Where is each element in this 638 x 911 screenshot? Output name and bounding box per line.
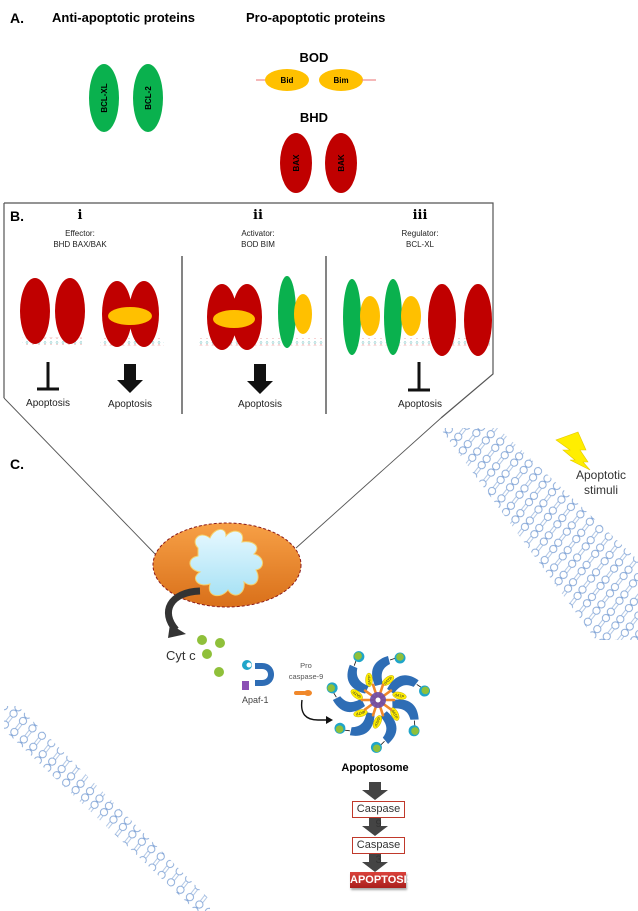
section-ii-outcome: Apoptosis bbox=[238, 399, 282, 410]
cyt-c-release-arrow bbox=[164, 587, 201, 638]
section-i-numeral: i bbox=[77, 208, 83, 223]
cyt-c-label: Cyt c bbox=[166, 648, 196, 663]
datp-label: dATP bbox=[383, 675, 394, 685]
lightning-icon bbox=[555, 431, 591, 471]
section-i-role-line1: Effector: bbox=[65, 229, 95, 238]
apaf-1-arm: dATP bbox=[370, 707, 400, 753]
inhibit-symbol-iii bbox=[408, 362, 430, 392]
apaf-1-arm: dATP bbox=[334, 712, 383, 736]
apaf-1-arm: dATP bbox=[326, 682, 368, 718]
bcl-xl-bim-complex-2 bbox=[384, 279, 421, 355]
stimuli-line2: stimuli bbox=[583, 483, 618, 497]
cascade-arrows bbox=[362, 782, 388, 872]
panel-c-letter: C. bbox=[10, 456, 24, 472]
section-iii-role-line1: Regulator: bbox=[401, 229, 439, 238]
section-i-membrane bbox=[22, 337, 164, 346]
datp-label: dATP bbox=[367, 675, 372, 685]
panel-a-letter: A. bbox=[10, 10, 24, 26]
apaf-1-arm: dATP bbox=[392, 691, 420, 737]
bid-label: Bid bbox=[281, 76, 294, 85]
apoptosome-label: Apoptosome bbox=[341, 762, 409, 774]
bax-protein: BAX bbox=[280, 133, 312, 193]
apoptosis-final-box: APOPTOSIS bbox=[350, 872, 414, 888]
stimuli-line1: Apoptotic bbox=[575, 468, 627, 482]
section-ii-role-line2: BOD BIM bbox=[241, 240, 275, 249]
bcl-xl-protein: BCL-XL bbox=[89, 64, 119, 132]
section-i-outcome-1: Apoptosis bbox=[26, 398, 70, 409]
section-iii-role-line2: BCL-XL bbox=[405, 240, 434, 249]
procaspase-9-icon bbox=[294, 690, 312, 696]
section-i-role: Effector: BHD BAX/BAK bbox=[40, 228, 120, 250]
bod-title: BOD bbox=[300, 50, 329, 65]
plasma-membrane-left bbox=[4, 706, 210, 911]
apaf-1-arm: dATP bbox=[381, 675, 431, 697]
apoptotic-stimuli-label: Apoptotic stimuli bbox=[566, 468, 636, 498]
apaf-1-label: Apaf-1 bbox=[242, 695, 269, 705]
section-iii-role: Regulator: BCL-XL bbox=[380, 228, 460, 250]
section-iii-outcome: Apoptosis bbox=[398, 399, 442, 410]
assembly-arrow bbox=[300, 699, 333, 724]
bcl-xl-label: BCL-XL bbox=[100, 83, 109, 112]
pro-apoptotic-title: Pro-apoptotic proteins bbox=[246, 10, 386, 25]
section-ii-membrane bbox=[198, 338, 324, 346]
datp-label: dATP bbox=[394, 692, 405, 699]
bhd-title: BHD bbox=[300, 110, 328, 125]
procaspase-9-label: Pro caspase-9 bbox=[286, 660, 326, 682]
bcl-xl-bim-complex-1 bbox=[343, 279, 380, 355]
section-ii-numeral: ii bbox=[253, 208, 263, 223]
section-i-role-line2: BHD BAX/BAK bbox=[53, 240, 107, 249]
section-ii-role-line1: Activator: bbox=[241, 229, 275, 238]
procaspase-line2: caspase-9 bbox=[288, 672, 324, 681]
down-arrow-i bbox=[117, 364, 143, 393]
apaf-1-arm: dATP bbox=[347, 651, 369, 700]
datp-label: dATP bbox=[390, 709, 399, 720]
bcl-2-protein: BCL-2 bbox=[133, 64, 163, 132]
section-iii-numeral: iii bbox=[412, 208, 428, 223]
bid-protein: Bid bbox=[256, 69, 309, 91]
section-iii-membrane bbox=[350, 338, 490, 346]
datp-label: dATP bbox=[351, 689, 362, 699]
mitochondrion bbox=[152, 522, 302, 608]
cyt-c-molecules bbox=[197, 635, 225, 677]
caspase-3-box: Caspase 3 bbox=[352, 837, 405, 866]
zoom-line-right bbox=[295, 417, 442, 549]
bim-protein: Bim bbox=[319, 69, 376, 91]
down-arrow-ii bbox=[247, 364, 273, 394]
bax-bak-inactive-iii bbox=[428, 284, 492, 356]
datp-molecule bbox=[365, 672, 373, 688]
datp-molecule bbox=[392, 691, 407, 700]
section-i-outcome-2: Apoptosis bbox=[108, 399, 152, 410]
bax-bak-active-dimer-ii bbox=[207, 284, 262, 350]
bax-label: BAX bbox=[292, 154, 301, 172]
bax-bak-active-dimer bbox=[102, 281, 159, 347]
datp-molecule bbox=[353, 709, 368, 718]
datp-label: dATP bbox=[373, 716, 382, 727]
bcl-bim-complex bbox=[278, 276, 312, 348]
datp-molecule bbox=[372, 715, 383, 729]
bax-bak-inactive-pair bbox=[20, 278, 85, 344]
datp-molecule bbox=[390, 707, 400, 721]
inhibit-symbol-i bbox=[37, 362, 59, 391]
caspase-9-box: Caspase 9 bbox=[352, 801, 405, 830]
zoom-line-left bbox=[3, 397, 158, 557]
bcl-2-label: BCL-2 bbox=[144, 86, 153, 110]
panel-b-letter: B. bbox=[10, 208, 24, 224]
apaf-1-icon bbox=[242, 660, 274, 690]
panel-b-frame bbox=[4, 202, 494, 419]
plasma-membrane-right bbox=[440, 428, 638, 640]
bak-label: BAK bbox=[337, 154, 346, 172]
apaf-1-arm: dATP bbox=[365, 652, 406, 688]
datp-label: dATP bbox=[355, 710, 366, 717]
anti-apoptotic-title: Anti-apoptotic proteins bbox=[52, 10, 195, 25]
procaspase-line1: Pro bbox=[300, 661, 312, 670]
section-ii-role: Activator: BOD BIM bbox=[218, 228, 298, 250]
bim-label: Bim bbox=[333, 76, 348, 85]
bak-protein: BAK bbox=[325, 133, 357, 193]
